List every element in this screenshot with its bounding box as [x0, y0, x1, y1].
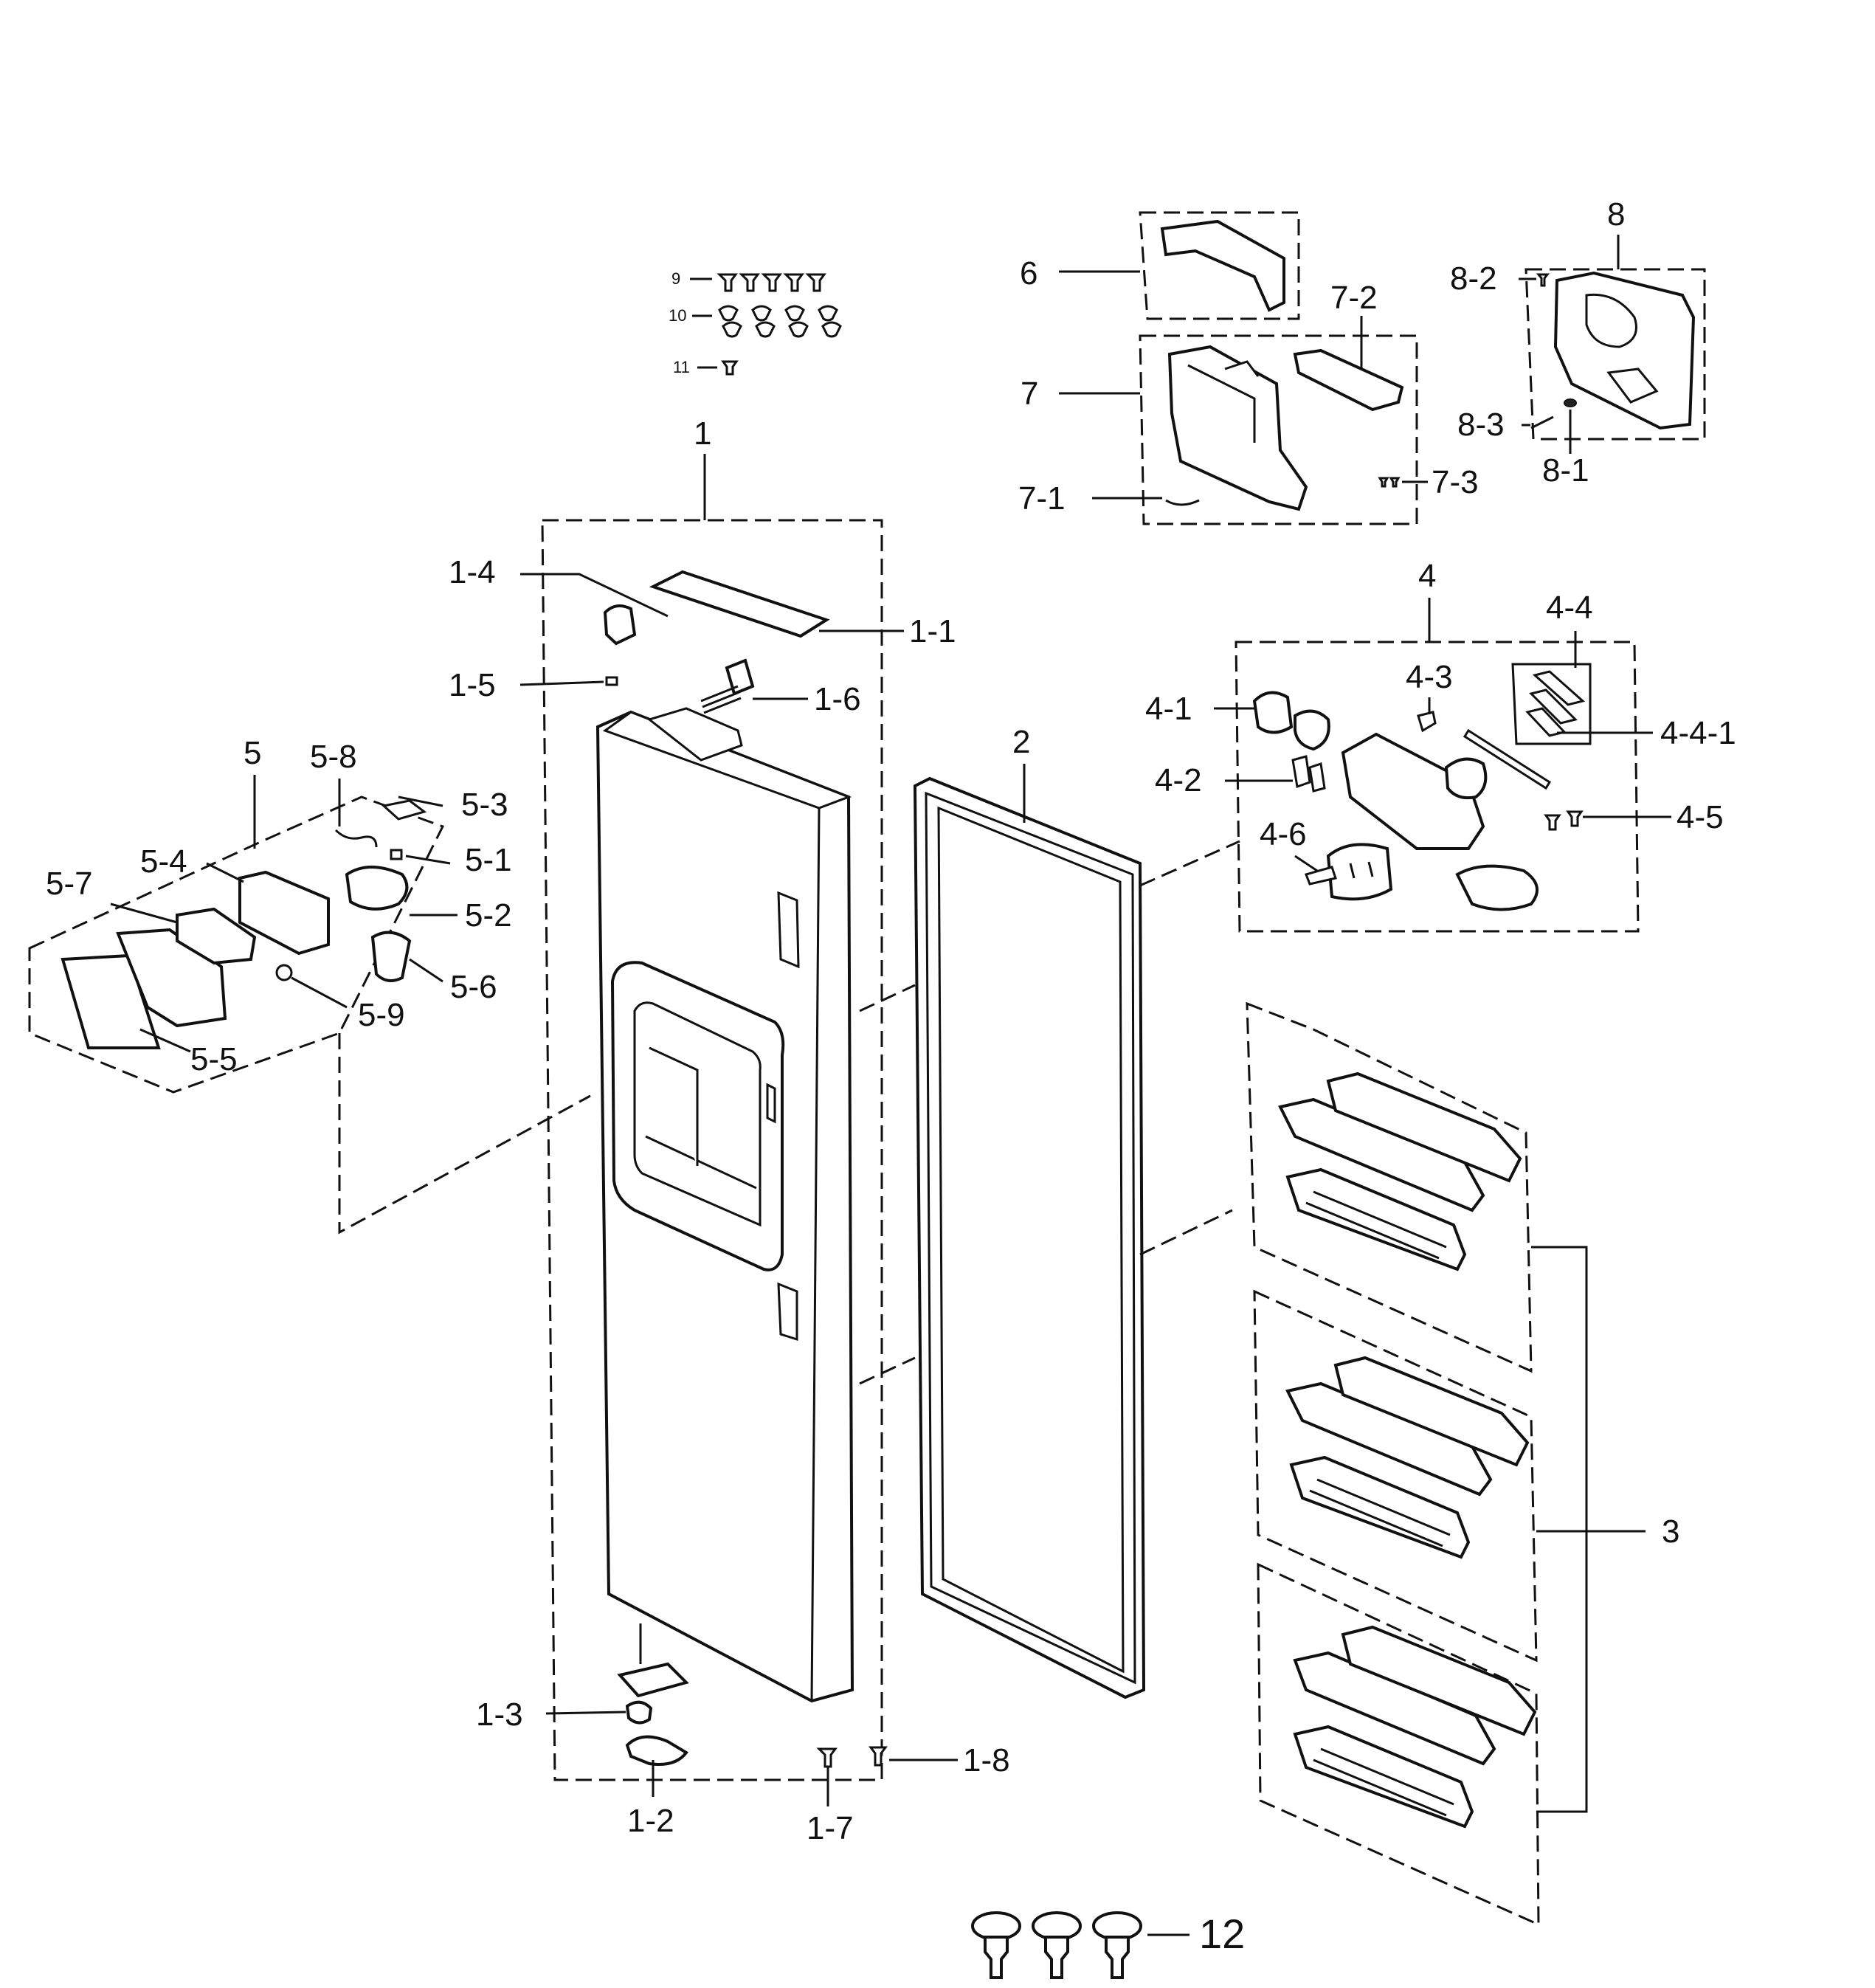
screw-set-9 — [716, 273, 826, 292]
top-cover-1-1 — [649, 570, 830, 638]
callout-1-8: 1-8 — [963, 1742, 1010, 1778]
hinge-cap-1-4 — [603, 604, 637, 646]
hardware-group-9-10-11: 9 10 11 — [669, 269, 842, 376]
solenoid-4-6 — [1305, 843, 1393, 901]
callout-1-7: 1-7 — [807, 1810, 854, 1846]
dispenser-assembly-5: 5 5-5 5-7 5-4 5-9 5-8 5-3 5-1 — [28, 735, 591, 1235]
gear-4-1b — [1294, 709, 1330, 751]
clip-4-2 — [1291, 755, 1311, 789]
ice-tray-7-2 — [1293, 348, 1404, 412]
clip-4-3 — [1417, 711, 1437, 733]
auger-motor-assembly-8: 8 8-2 8-3 8-1 — [1450, 196, 1706, 489]
callout-5-9: 5-9 — [358, 997, 405, 1033]
switch-5-3 — [381, 799, 427, 821]
callout-4-2: 4-2 — [1155, 762, 1202, 798]
callout-1: 1 — [694, 415, 711, 452]
callout-8-1: 8-1 — [1542, 452, 1589, 489]
callout-7-3: 7-3 — [1432, 464, 1479, 500]
callout-11: 11 — [673, 358, 690, 376]
motor-4-1 — [1252, 691, 1294, 734]
callout-7-1: 7-1 — [1018, 480, 1066, 517]
callout-5-7: 5-7 — [46, 866, 93, 902]
callout-4-5: 4-5 — [1677, 799, 1724, 835]
screw-12b — [1032, 1911, 1082, 1979]
callout-2: 2 — [1012, 724, 1030, 760]
screw-11 — [721, 360, 739, 376]
lever-5-2 — [345, 866, 409, 911]
callout-5: 5 — [244, 735, 261, 771]
wire-7-1 — [1165, 499, 1200, 506]
nut-8-1 — [1564, 398, 1577, 407]
screw-12a — [971, 1911, 1021, 1979]
callout-4: 4 — [1418, 558, 1436, 594]
callout-5-5: 5-5 — [190, 1041, 238, 1077]
callout-5-3: 5-3 — [461, 787, 508, 823]
ice-maker-housing — [1167, 345, 1308, 511]
hinge-bracket-1-6 — [700, 658, 755, 714]
flapper — [1455, 864, 1539, 911]
callout-8: 8 — [1607, 196, 1625, 232]
callout-1-3: 1-3 — [476, 1697, 523, 1733]
door-panel — [595, 707, 854, 1703]
clip-set-10 — [718, 305, 842, 338]
switch-5-1 — [390, 849, 403, 860]
housing-cap — [1444, 757, 1488, 800]
callout-10: 10 — [669, 306, 686, 325]
callout-4-4: 4-4 — [1546, 590, 1593, 626]
callout-7-2: 7-2 — [1330, 280, 1378, 316]
screw-1-7 — [816, 1747, 838, 1768]
callout-1-2: 1-2 — [627, 1803, 674, 1839]
washer-1-3 — [625, 1700, 653, 1725]
bin-1 — [1278, 1071, 1522, 1271]
cover-assembly-6: 6 — [1020, 211, 1300, 320]
callout-12: 12 — [1199, 1911, 1245, 1957]
callout-7: 7 — [1021, 376, 1038, 412]
callout-1-5: 1-5 — [449, 667, 496, 703]
dispenser-mechanism-4: 4 4-1 4-2 4-3 4-4 4-4-1 — [1145, 558, 1736, 933]
dispenser-housing — [1341, 732, 1485, 850]
pin-8-3 — [1530, 415, 1554, 429]
paddle-5-6 — [370, 931, 412, 982]
callout-5-1: 5-1 — [465, 842, 512, 878]
callout-5-4: 5-4 — [140, 843, 187, 880]
callout-4-6: 4-6 — [1260, 816, 1307, 852]
screws-12: 12 — [971, 1911, 1245, 1979]
gasket-2: 2 — [859, 724, 1240, 1699]
rod — [1463, 728, 1552, 790]
callout-5-2: 5-2 — [465, 897, 512, 933]
callout-1-1: 1-1 — [909, 613, 956, 649]
callout-1-4: 1-4 — [449, 554, 496, 590]
callout-4-4-1: 4-4-1 — [1660, 715, 1736, 751]
callout-4-1: 4-1 — [1145, 691, 1192, 727]
screw-1-8 — [869, 1746, 888, 1767]
grommet-5-9 — [275, 964, 293, 981]
screw-8-2 — [1536, 273, 1550, 287]
bracket-5-7 — [176, 907, 257, 965]
ice-maker-assembly-7: 7 7-2 7-1 7-3 — [1018, 280, 1479, 525]
bin-3 — [1293, 1625, 1537, 1829]
callout-8-2: 8-2 — [1450, 260, 1497, 297]
callout-3: 3 — [1662, 1514, 1679, 1550]
pcb-5-4 — [238, 870, 330, 956]
callout-1-6: 1-6 — [814, 681, 861, 717]
bottom-hinge-plate — [617, 1662, 689, 1698]
wire-5-8 — [334, 829, 378, 848]
hinge-plate-1-2 — [625, 1735, 688, 1766]
callout-4-3: 4-3 — [1406, 659, 1453, 695]
door-assembly-1: 1 1-1 1-4 — [449, 415, 1010, 1846]
screw-12c — [1092, 1911, 1142, 1979]
duct-parts-4-4 — [1525, 670, 1586, 737]
ice-chute-cover-6 — [1160, 219, 1285, 312]
callout-9: 9 — [671, 269, 680, 288]
pin-1-5 — [605, 676, 618, 686]
screws-7-3 — [1378, 477, 1401, 488]
door-bins-3: 3 — [1246, 1001, 1679, 1927]
screws-4-5 — [1544, 810, 1584, 831]
callout-5-6: 5-6 — [450, 969, 497, 1005]
bin-2 — [1285, 1356, 1530, 1559]
callout-8-3: 8-3 — [1457, 407, 1505, 443]
callout-6: 6 — [1020, 255, 1037, 291]
callout-5-8: 5-8 — [310, 739, 357, 775]
